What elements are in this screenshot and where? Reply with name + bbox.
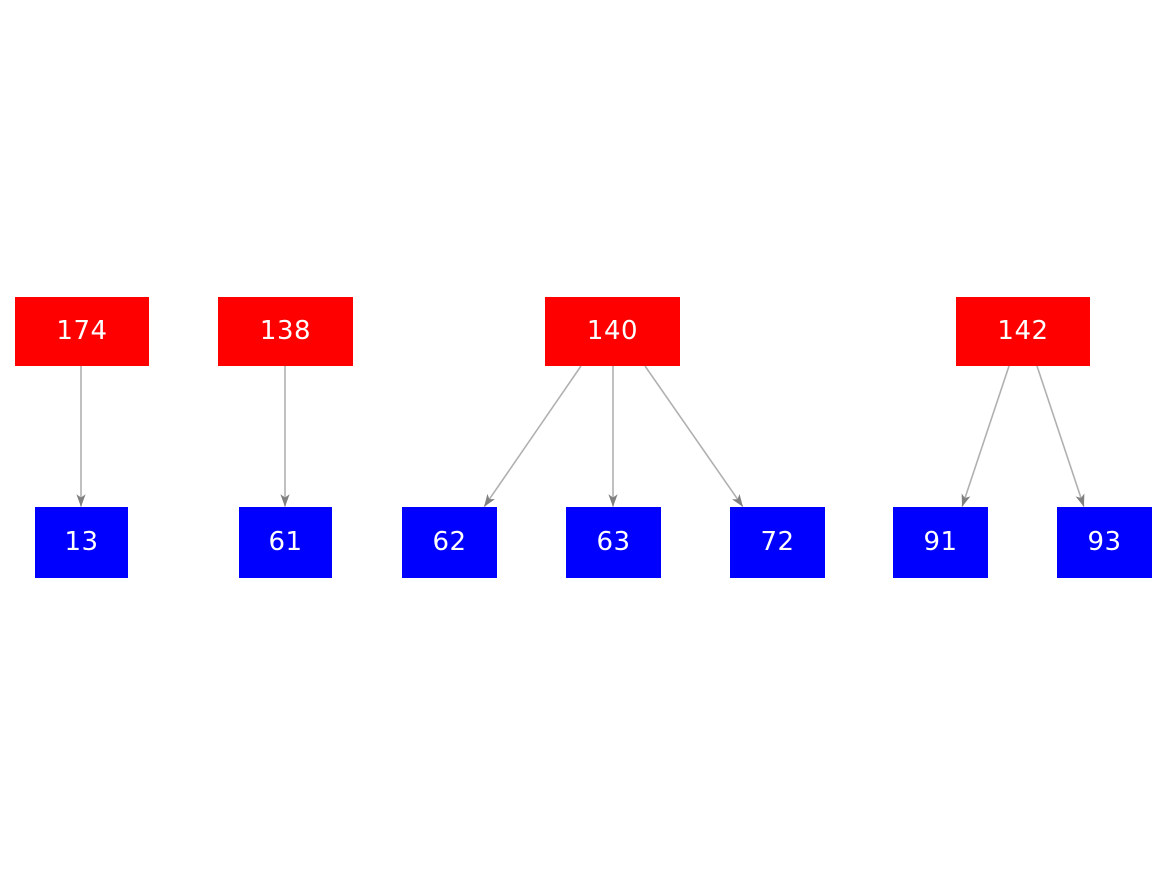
graph-edge-140-to-72 <box>644 365 744 508</box>
graph-node-93[interactable]: 93 <box>1057 507 1152 578</box>
graph-node-140[interactable]: 140 <box>545 297 680 366</box>
graph-edge-142-to-91 <box>961 365 1010 507</box>
node-label: 62 <box>432 526 467 557</box>
graph-node-72[interactable]: 72 <box>730 507 825 578</box>
node-label: 142 <box>997 315 1049 346</box>
node-label: 91 <box>923 526 958 557</box>
graph-node-61[interactable]: 61 <box>239 507 332 578</box>
graph-node-142[interactable]: 142 <box>956 297 1090 366</box>
graph-edge-140-to-62 <box>483 365 582 508</box>
graph-node-62[interactable]: 62 <box>402 507 497 578</box>
node-label: 93 <box>1087 526 1122 557</box>
node-label: 140 <box>586 315 639 346</box>
node-label: 72 <box>760 526 795 557</box>
node-label: 63 <box>596 526 631 557</box>
node-label: 61 <box>268 526 303 557</box>
node-label: 138 <box>259 315 312 346</box>
graph-edge-142-to-93 <box>1036 365 1085 507</box>
edge-paths <box>76 365 1085 508</box>
node-label: 174 <box>56 315 108 346</box>
graph-node-138[interactable]: 138 <box>218 297 353 366</box>
node-label: 13 <box>64 526 99 557</box>
graph-node-91[interactable]: 91 <box>893 507 988 578</box>
graph-node-13[interactable]: 13 <box>35 507 128 578</box>
graph-node-63[interactable]: 63 <box>566 507 661 578</box>
graph-node-174[interactable]: 174 <box>15 297 149 366</box>
